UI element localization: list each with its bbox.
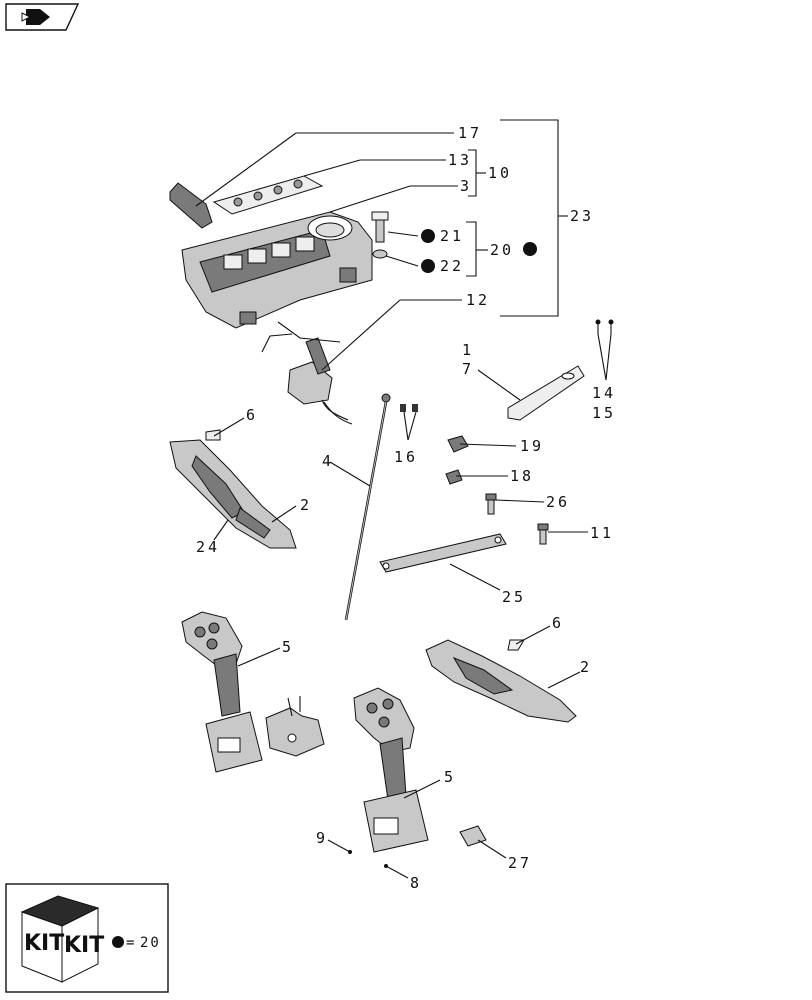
label-22: 22 xyxy=(440,257,464,275)
kit-word-left: KIT xyxy=(24,931,64,956)
label-2-lower: 2 xyxy=(580,658,592,676)
label-15: 15 xyxy=(592,404,616,422)
label-7: 7 xyxy=(462,360,474,378)
part-cover-2-24 xyxy=(169,439,297,549)
part-lever-12 xyxy=(287,337,353,425)
label-9: 9 xyxy=(316,829,328,847)
label-16: 16 xyxy=(394,448,418,466)
part-screw-26 xyxy=(485,493,497,515)
label-23: 23 xyxy=(570,207,594,225)
label-6-upper: 6 xyxy=(246,406,258,424)
label-2-upper: 2 xyxy=(300,496,312,514)
kit-bullet-icon xyxy=(421,229,435,243)
label-14: 14 xyxy=(592,384,616,402)
label-10: 10 xyxy=(488,164,512,182)
part-joystick-5b xyxy=(353,687,429,853)
label-5-lower: 5 xyxy=(444,768,456,786)
kit-box-icon: KIT KIT xyxy=(20,895,104,983)
label-21: 21 xyxy=(440,227,464,245)
label-5-upper: 5 xyxy=(282,638,294,656)
part-rod-4 xyxy=(344,393,391,621)
part-pins-16 xyxy=(400,404,418,412)
part-washer-22 xyxy=(372,249,388,259)
part-rail-25 xyxy=(379,533,507,573)
label-4: 4 xyxy=(322,452,334,470)
part-joystick-5a xyxy=(181,611,325,773)
label-6-lower: 6 xyxy=(552,614,564,632)
label-1: 1 xyxy=(462,341,474,359)
label-13: 13 xyxy=(448,151,472,169)
back-arrow-icon xyxy=(21,9,50,25)
label-12: 12 xyxy=(466,291,490,309)
label-17: 17 xyxy=(458,124,482,142)
label-26: 26 xyxy=(546,493,570,511)
label-27: 27 xyxy=(508,854,532,872)
legend-equals: = xyxy=(126,935,136,951)
part-bracket-17 xyxy=(169,182,213,229)
label-20: 20 xyxy=(490,241,514,259)
part-pins-14-15 xyxy=(595,319,614,334)
back-button[interactable] xyxy=(5,3,80,31)
label-25: 25 xyxy=(502,588,526,606)
label-11: 11 xyxy=(590,524,614,542)
kit-bullet-icon xyxy=(421,259,435,273)
label-18: 18 xyxy=(510,467,534,485)
label-24: 24 xyxy=(196,538,220,556)
part-cap-19 xyxy=(447,435,469,453)
console-panel-assembly xyxy=(169,175,389,425)
label-3: 3 xyxy=(460,177,472,195)
label-19: 19 xyxy=(520,437,544,455)
label-8: 8 xyxy=(410,874,422,892)
kit-word-right: KIT xyxy=(64,933,104,958)
part-cover-2b xyxy=(425,639,577,723)
leader-lines xyxy=(195,119,612,879)
part-clip-18 xyxy=(445,469,463,485)
legend-value: 20 xyxy=(140,935,161,951)
kit-bullet-icon xyxy=(523,242,537,256)
filled-circle-icon xyxy=(112,936,124,948)
part-screw-11 xyxy=(537,523,549,545)
kit-legend: KIT KIT = 20 xyxy=(5,883,169,993)
part-bolt-21 xyxy=(371,211,389,243)
part-tab-6a xyxy=(205,429,221,441)
